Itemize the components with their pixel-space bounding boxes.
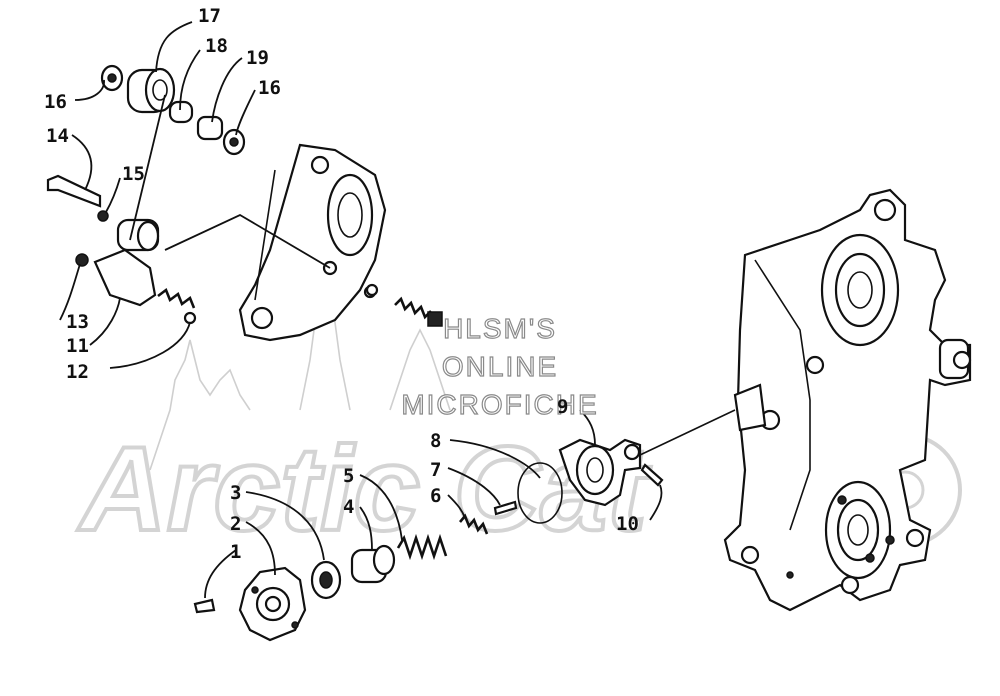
leader-lines — [59, 21, 663, 599]
watermark-line-3: MICROFICHE — [401, 389, 598, 420]
callout-labels: 17 18 19 16 16 14 15 13 11 12 9 8 7 6 5 … — [44, 5, 639, 563]
tensioner-bracket — [238, 143, 387, 342]
callout-12: 12 — [66, 361, 89, 383]
callout-9: 9 — [557, 396, 568, 418]
callout-11: 11 — [66, 335, 89, 357]
watermark-line-1: HLSM'S — [443, 313, 557, 344]
callout-2: 2 — [230, 513, 241, 535]
watermark-line-2: ONLINE — [442, 351, 558, 382]
water-pump-assembly — [193, 409, 736, 642]
watermark-logo: Arctic Cat — [75, 264, 962, 558]
callout-13: 13 — [66, 311, 89, 333]
callout-19: 19 — [246, 47, 269, 69]
callout-16-right: 16 — [258, 77, 281, 99]
callout-15: 15 — [122, 163, 145, 185]
watermark-logo-text: Arctic Cat — [77, 422, 652, 556]
callout-10: 10 — [616, 513, 639, 535]
tensioner-parts — [46, 64, 443, 327]
callout-14: 14 — [46, 125, 69, 147]
watermark-text-block: HLSM'S ONLINE MICROFICHE — [401, 312, 598, 420]
gearcase-housing — [723, 188, 972, 612]
callout-5: 5 — [343, 465, 354, 487]
callout-8: 8 — [430, 430, 441, 452]
callout-17: 17 — [198, 5, 221, 27]
callout-16-left: 16 — [44, 91, 67, 113]
callout-1: 1 — [230, 541, 241, 563]
callout-4: 4 — [343, 496, 354, 518]
callout-7: 7 — [430, 459, 441, 481]
callout-6: 6 — [430, 485, 441, 507]
callout-18: 18 — [205, 35, 228, 57]
callout-3: 3 — [230, 482, 241, 504]
